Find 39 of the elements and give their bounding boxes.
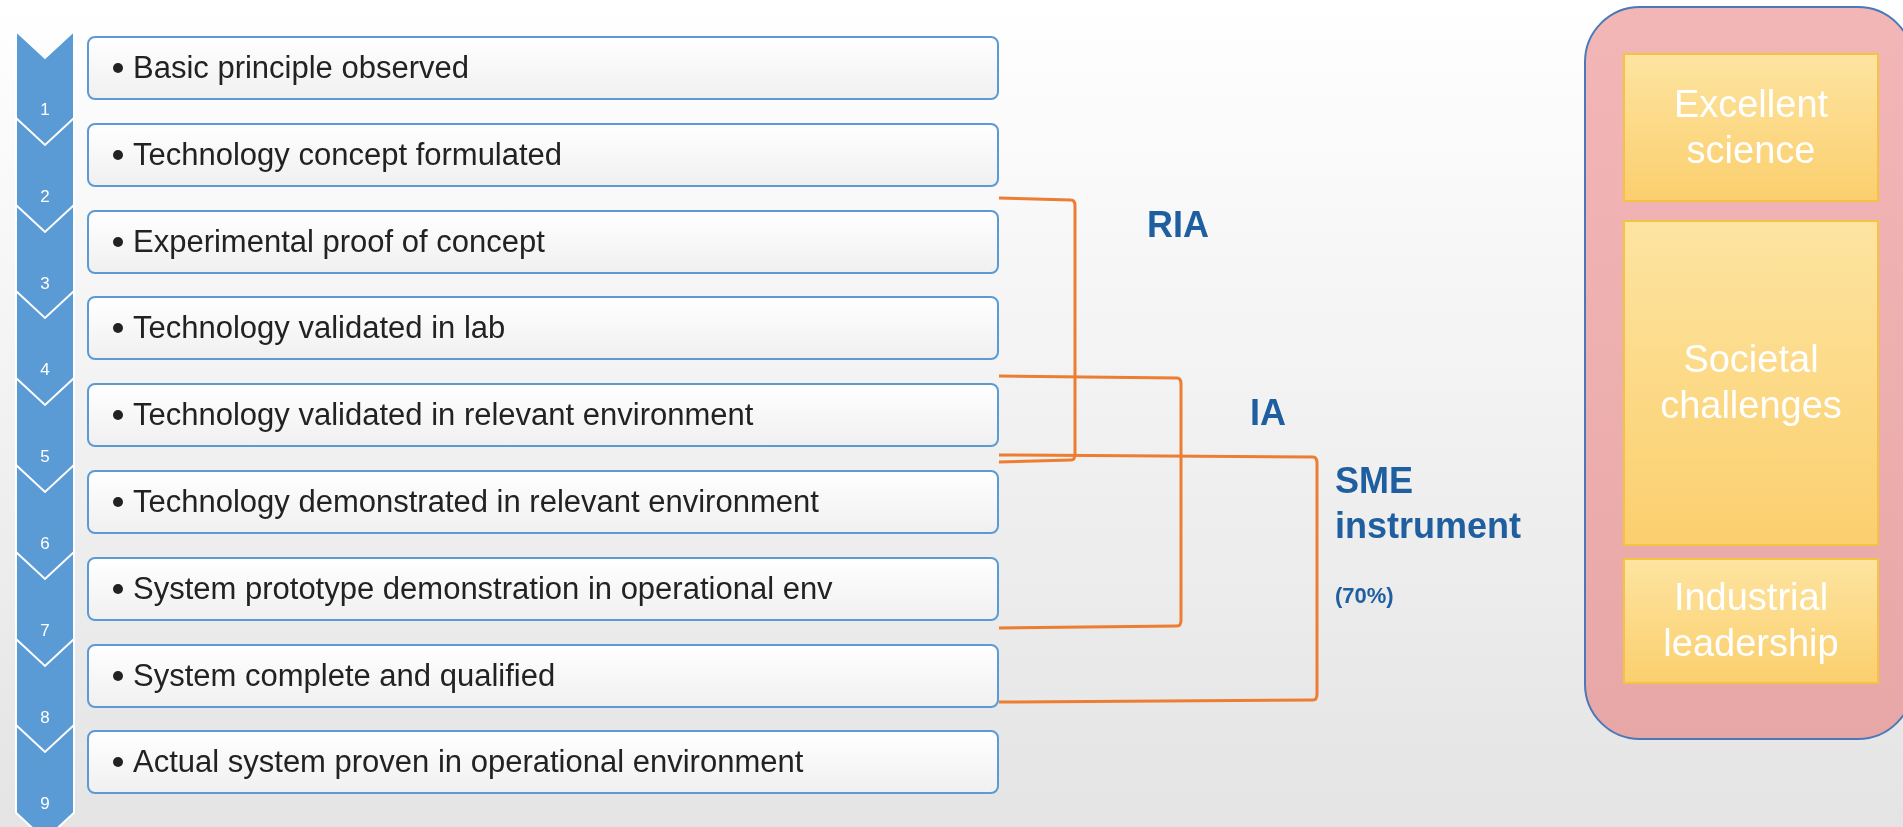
step-box — [87, 556, 999, 621]
step-number: 6 — [39, 534, 51, 554]
programme-label: RIA — [1147, 203, 1210, 247]
step-number: 1 — [39, 100, 51, 120]
step-number: 8 — [39, 707, 51, 728]
step-text: Technology validated in relevant environment — [133, 397, 754, 434]
step-number: 5 — [39, 447, 51, 468]
step-box — [87, 643, 999, 708]
step-number: 7 — [39, 620, 51, 641]
step-box — [87, 122, 999, 187]
pillar-text: Societal challenges — [1659, 337, 1843, 428]
step-box — [87, 296, 999, 361]
step-number: 4 — [39, 360, 51, 381]
step-number: 3 — [39, 273, 51, 294]
pillar-text: Industrial leadership — [1662, 575, 1840, 666]
step-text: System complete and qualified — [133, 657, 556, 694]
pillar-box — [1623, 53, 1879, 202]
step-text: Basic principle observed — [133, 50, 469, 86]
step-text: Experimental proof of concept — [133, 223, 545, 260]
step-box — [87, 383, 999, 448]
step-number: 9 — [39, 794, 51, 815]
step-text: Technology validated in lab — [133, 310, 506, 347]
chevron-step — [15, 724, 75, 827]
step-box — [87, 36, 999, 100]
pillar-text: Excellent science — [1672, 81, 1830, 173]
step-box — [87, 730, 999, 795]
programme-label: (70%) — [1335, 582, 1395, 610]
pillar-panel — [1584, 6, 1903, 740]
pillar-box — [1623, 220, 1879, 546]
pillar-box — [1623, 558, 1879, 684]
step-box — [87, 209, 999, 274]
step-text: Actual system proven in operational environment — [133, 744, 804, 781]
step-box — [87, 470, 999, 534]
programme-label: SME instrument — [1335, 459, 1522, 548]
step-text: Technology demonstrated in relevant environment — [133, 484, 819, 520]
step-text: System prototype demonstration in operational env — [133, 570, 833, 607]
programme-label: IA — [1250, 391, 1287, 435]
step-text: Technology concept formulated — [133, 136, 563, 173]
step-number: 2 — [39, 186, 51, 207]
